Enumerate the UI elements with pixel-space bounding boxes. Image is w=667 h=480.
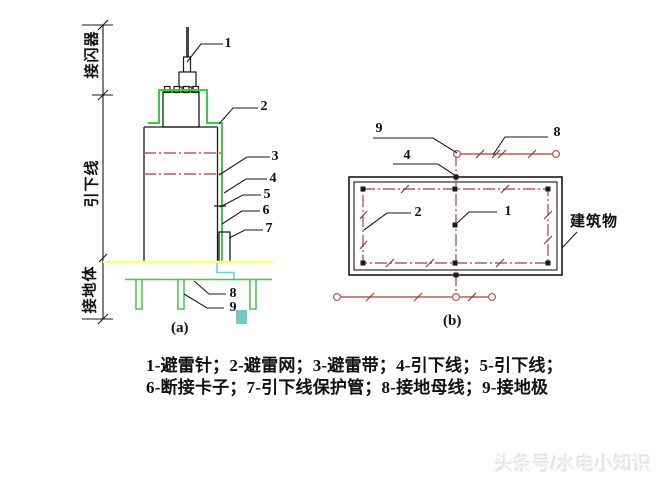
plan-top-bus [452,149,561,159]
elevation-diagram [103,27,273,324]
plan-callout-4: 4 [403,148,411,163]
protection-tube [218,231,231,263]
callout-6: 6 [262,203,270,218]
lightning-belt-lines [144,152,224,175]
dimension-scale [82,19,113,325]
dim-label-air-terminal: 接闪器 [84,30,101,79]
callout-4: 4 [269,171,277,186]
building-label: 建筑物 [570,214,619,230]
lightning-net-outline [148,89,223,262]
callout-5: 5 [263,187,271,202]
callout-1: 1 [224,36,232,51]
callout-3: 3 [271,149,279,164]
main-building [143,126,219,262]
callout-2: 2 [260,99,268,114]
caption-b: (b) [443,313,462,329]
plan-callout-8: 8 [553,125,561,140]
teal-marker [236,310,247,324]
legend-line-1: 1-避雷针；2-避雷网；3-避雷带；4-引下线；5-引下线； [146,356,563,375]
dim-label-ground-body: 接地体 [82,265,99,314]
elevation-leader-lines [183,43,270,309]
plan-callout-2: 2 [414,205,422,220]
plan-diagram [332,136,578,302]
plan-callout-1: 1 [504,204,512,219]
dim-label-down-conductor: 引下线 [84,159,101,208]
caption-a: (a) [171,320,189,336]
callout-8a: 8 [229,286,237,301]
ground-connector [216,263,235,279]
plan-junction-dots [360,174,551,278]
callout-7: 7 [265,221,273,236]
legend-line-2: 6-断接卡子；7-引下线保护管；8-接地母线；9-接地极 [146,378,549,397]
plan-bottom-bus [332,292,497,302]
lightning-rod [178,27,197,92]
penthouse [162,91,200,128]
plan-leader-lines [363,136,578,249]
plan-callout-9: 9 [375,121,383,136]
callout-9a: 9 [229,300,237,315]
watermark: 头条号/水电小知识 [494,454,652,475]
